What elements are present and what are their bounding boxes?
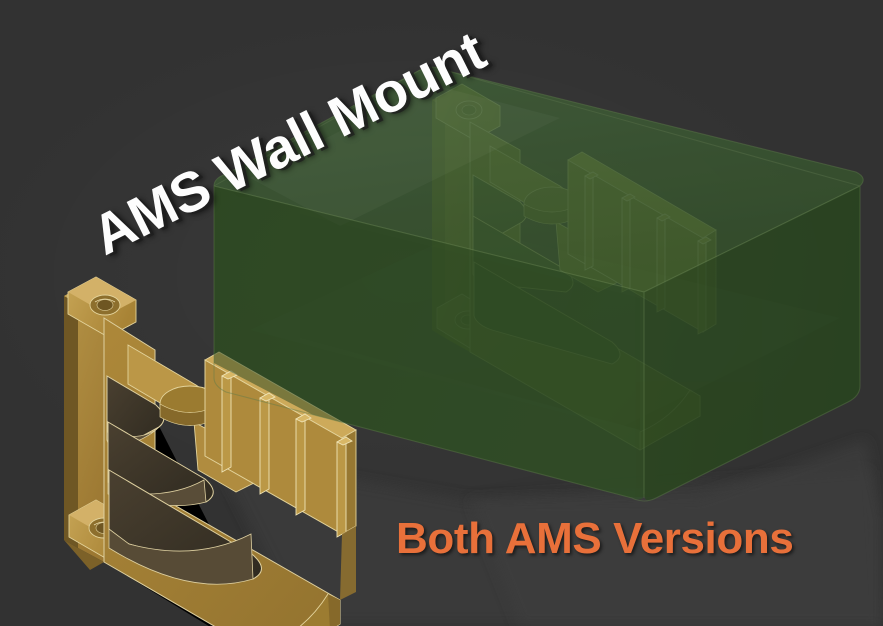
- box-front-glass-overlay: [214, 186, 860, 497]
- ground-shadow: [214, 440, 883, 626]
- box-silhouette-edges: [213, 66, 864, 502]
- subtitle-label: Both AMS Versions: [396, 514, 794, 563]
- front-wall-mount-bracket: [64, 276, 357, 626]
